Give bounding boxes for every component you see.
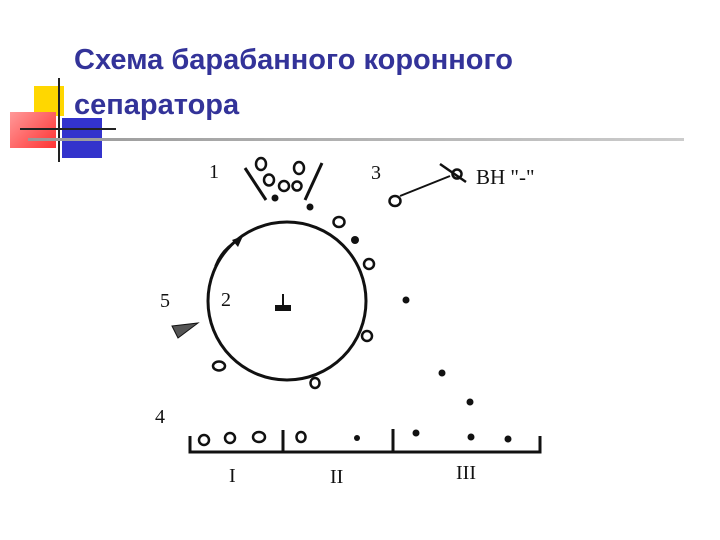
particle-nonconductive [332, 215, 346, 229]
slide-title: Схема барабанного коронного сепаратора [74, 38, 513, 128]
label-high-voltage: ВН "-" [476, 165, 535, 189]
nonconductive-particles [197, 156, 402, 447]
particle-conductive [402, 296, 410, 304]
particle-conductive [351, 236, 359, 244]
particle-conductive [271, 194, 279, 202]
deco-horizontal-line [20, 128, 116, 130]
particle-conductive [306, 203, 314, 211]
particle-conductive [466, 398, 474, 406]
slide-title-line-2: сепаратора [74, 88, 240, 121]
particle-nonconductive [360, 329, 374, 343]
particle-nonconductive [388, 194, 402, 208]
particle-conductive [504, 435, 512, 443]
particle-nonconductive [295, 430, 307, 444]
conductive-particles [271, 194, 512, 443]
particle-nonconductive [254, 156, 268, 172]
particle-nonconductive [262, 173, 276, 187]
rotation-arrowhead [232, 236, 243, 247]
label-corona-electrode: 3 [371, 162, 381, 184]
particle-nonconductive [223, 431, 237, 445]
label-drum: 2 [221, 289, 231, 311]
particle-nonconductive [197, 433, 211, 447]
particle-nonconductive [251, 430, 267, 444]
collector-tray [188, 436, 542, 454]
deco-pink-square [10, 112, 56, 148]
drum-axle-icon [275, 294, 291, 311]
label-brush: 5 [160, 290, 170, 312]
label-hopper: 1 [209, 161, 219, 183]
hopper-wall-right [303, 162, 324, 201]
particle-nonconductive [291, 180, 303, 192]
label-collector: 4 [155, 406, 165, 428]
particle-nonconductive [309, 376, 321, 390]
drum [206, 220, 368, 382]
cleaning-brush [171, 322, 200, 339]
particle-nonconductive [362, 257, 376, 271]
high-voltage-connector-icon [439, 162, 467, 184]
particle-conductive [412, 429, 420, 437]
slide-title-line-1: Схема барабанного коронного [74, 44, 513, 76]
particle-conductive [354, 435, 360, 441]
particle-nonconductive [211, 360, 227, 372]
particle-conductive [438, 369, 446, 377]
particle-conductive [467, 433, 475, 441]
particle-nonconductive [277, 179, 291, 193]
label-bin-III: III [456, 462, 476, 484]
label-bin-II: II [330, 466, 343, 488]
deco-vertical-line [58, 78, 60, 162]
label-bin-I: I [229, 465, 236, 487]
hopper-wall-left [243, 167, 268, 201]
corona-electrode-wire [399, 175, 451, 197]
title-underline-rule [28, 138, 684, 141]
particle-nonconductive [292, 160, 306, 176]
